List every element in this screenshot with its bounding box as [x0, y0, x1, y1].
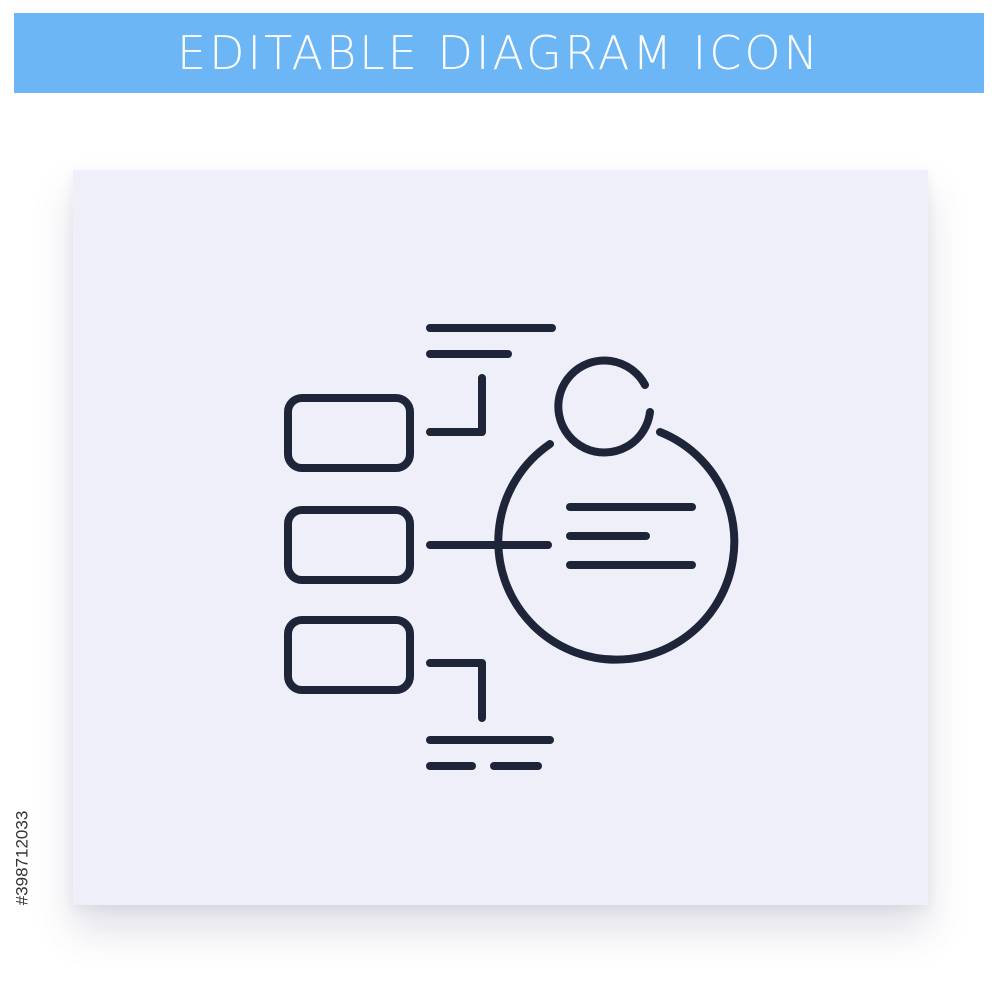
banner-title: EDITABLE DIAGRAM ICON — [177, 26, 821, 80]
top-connector — [426, 374, 486, 436]
box-middle — [284, 506, 414, 584]
title-banner: EDITABLE DIAGRAM ICON — [14, 13, 984, 93]
box-bottom — [284, 616, 414, 694]
box-top — [284, 394, 414, 472]
profile-circle-arc-main — [494, 428, 739, 664]
stock-id-text: #398712033 — [12, 810, 32, 906]
head-circle — [554, 356, 654, 457]
bottom-connector — [426, 659, 486, 722]
stock-id-label: #398712033 — [7, 768, 37, 948]
